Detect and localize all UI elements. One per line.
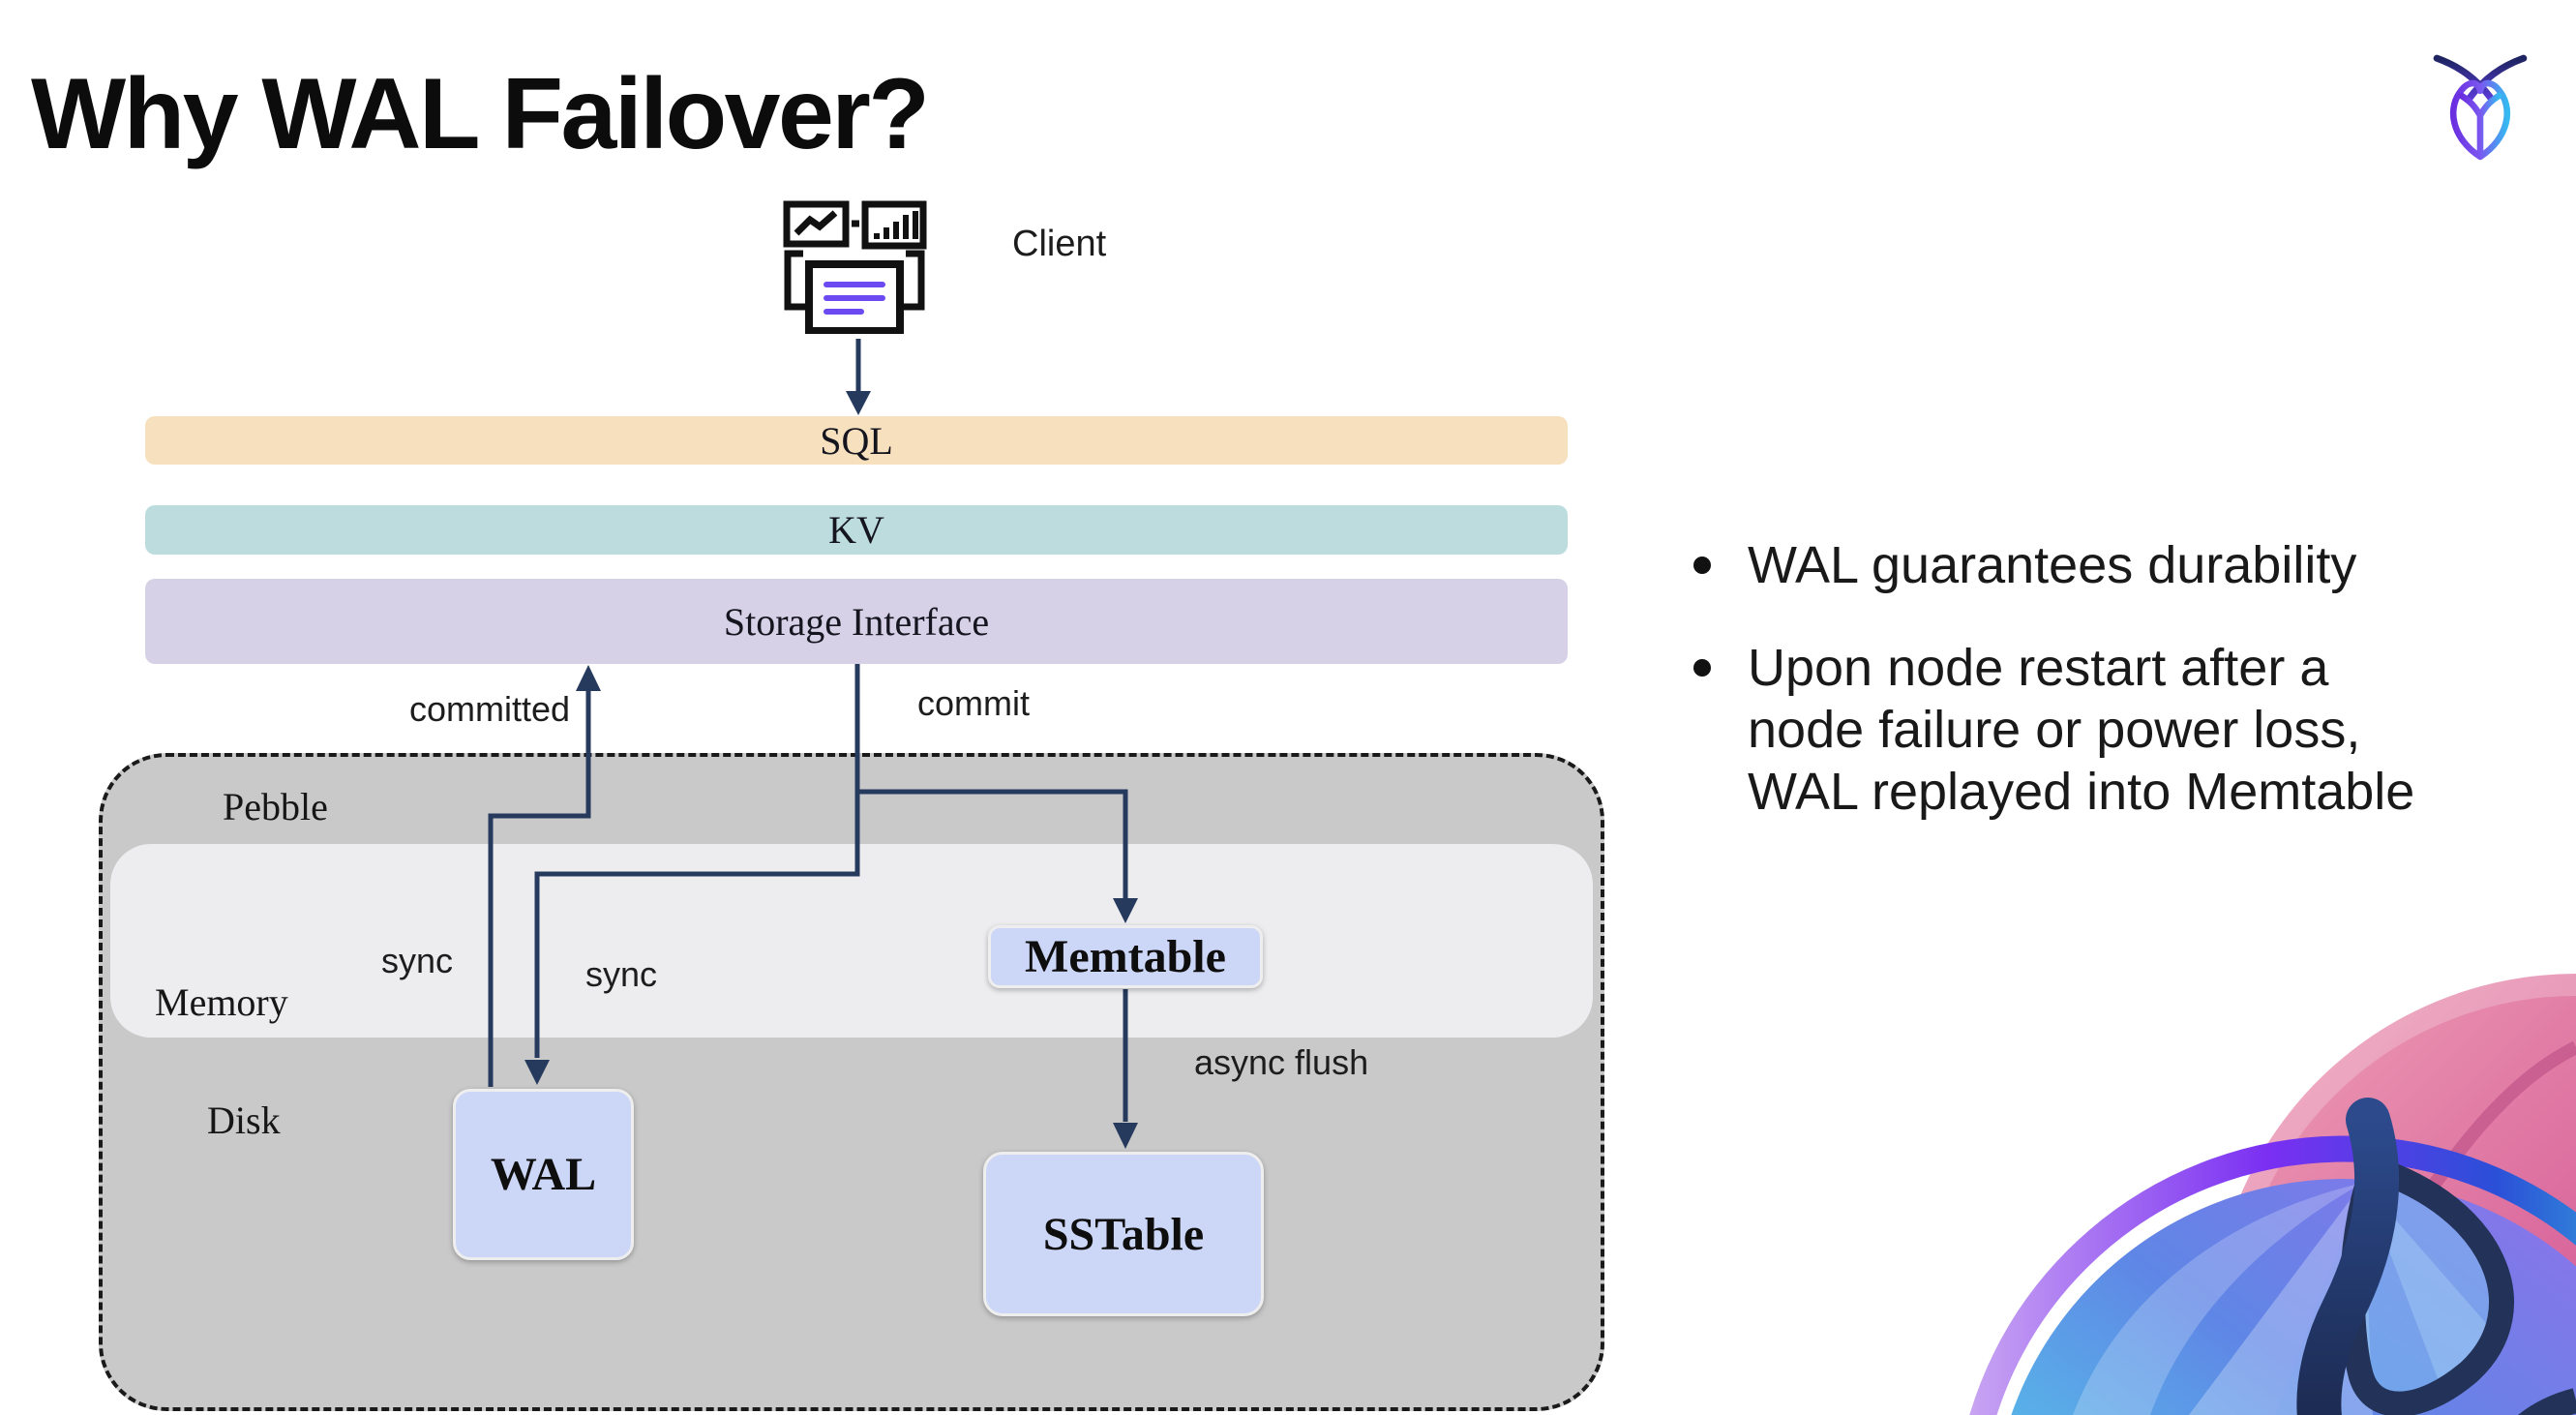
decorative-spheres-graphic xyxy=(1957,960,2576,1415)
bullet-dot-icon xyxy=(1693,557,1711,574)
layer-label-kv: KV xyxy=(828,508,884,552)
layer-label-storage: Storage Interface xyxy=(723,599,990,644)
disk-label: Disk xyxy=(207,1099,281,1142)
layer-bar-storage: Storage Interface xyxy=(145,579,1568,664)
bracket-left xyxy=(784,250,806,311)
bullet-text: Upon node restart after a node failure o… xyxy=(1748,639,2415,821)
memory-label: Memory xyxy=(155,980,288,1024)
client-icon xyxy=(782,198,927,334)
client-label: Client xyxy=(1012,224,1107,264)
edge-label-async-flush: async flush xyxy=(1194,1042,1369,1082)
edge-label-sync-right: sync xyxy=(585,954,658,994)
layer-bar-kv: KV xyxy=(145,505,1568,555)
edge-label-commit: commit xyxy=(917,683,1030,723)
sstable-label: SSTable xyxy=(1042,1208,1205,1260)
wal-label: WAL xyxy=(490,1149,597,1200)
page-title: Why WAL Failover? xyxy=(31,58,930,170)
edge-label-sync-left: sync xyxy=(381,941,454,980)
edge-label-committed: committed xyxy=(409,689,571,729)
line-chart-icon xyxy=(783,200,850,248)
bracket-right xyxy=(903,250,925,311)
list-item: WAL guarantees durability xyxy=(1693,534,2545,596)
cockroachdb-logo-icon xyxy=(2431,46,2530,161)
memory-band xyxy=(110,844,1593,1038)
pebble-label: Pebble xyxy=(223,785,328,828)
list-item: Upon node restart after a node failure o… xyxy=(1693,637,2545,823)
memtable-node: Memtable xyxy=(988,925,1263,988)
layer-label-sql: SQL xyxy=(820,418,893,463)
sstable-node: SSTable xyxy=(983,1152,1264,1316)
wal-node: WAL xyxy=(453,1089,634,1260)
memtable-label: Memtable xyxy=(1025,931,1226,982)
bullet-dot-icon xyxy=(1693,659,1711,677)
bullet-text: WAL guarantees durability xyxy=(1748,536,2357,594)
bullet-list: WAL guarantees durability Upon node rest… xyxy=(1693,534,2545,863)
layer-bar-sql: SQL xyxy=(145,416,1568,465)
